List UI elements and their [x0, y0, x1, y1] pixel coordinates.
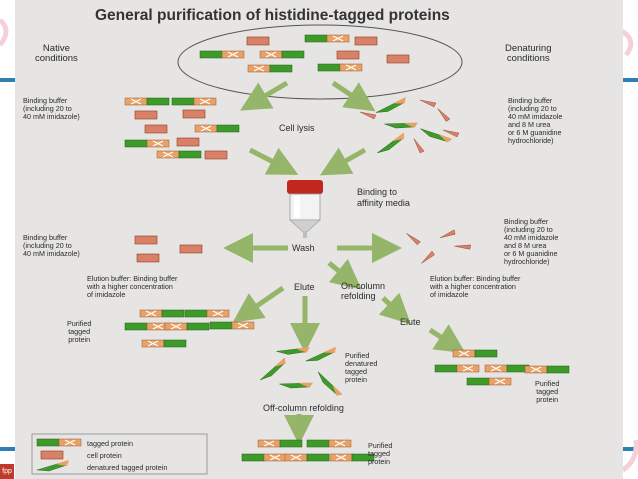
- binding-buffer-native-top: Binding buffer (including 20 to 40 mM im…: [23, 96, 80, 121]
- legend-denatured-protein: denatured tagged protein: [87, 463, 168, 472]
- diagram-panel: General purification of histidine-tagged…: [15, 0, 623, 479]
- purified-denatured-label: Purified denatured tagged protein: [345, 351, 378, 384]
- elute-center-label: Elute: [294, 282, 315, 292]
- elution-buffer-denat: Elution buffer: Binding buffer with a hi…: [430, 274, 521, 299]
- binding-buffer-denat-top: Binding buffer (including 20 to 40 mM im…: [508, 96, 563, 145]
- affinity-column: [287, 180, 323, 238]
- initial-sample-ellipse: [177, 24, 463, 100]
- legend-box: [31, 433, 208, 475]
- purified-right-label: Purified tagged protein: [535, 379, 560, 404]
- legend-tagged-protein: tagged protein: [87, 439, 133, 448]
- purified-left-label: Purified tagged protein: [67, 319, 92, 344]
- elution-buffer-native: Elution buffer: Binding buffer with a hi…: [87, 274, 178, 299]
- diagram-title: General purification of histidine-tagged…: [95, 7, 450, 24]
- purification-diagram: [31, 24, 570, 475]
- binding-buffer-denat-wash: Binding buffer (including 20 to 40 mM im…: [504, 217, 559, 266]
- footer-logo: fpp: [0, 464, 14, 479]
- binding-buffer-native-wash: Binding buffer (including 20 to 40 mM im…: [23, 233, 80, 258]
- binding-affinity-label: Binding to affinity media: [357, 187, 410, 208]
- denaturing-conditions-label: Denaturing conditions: [505, 43, 552, 64]
- wash-label: Wash: [292, 243, 315, 253]
- off-column-refolding-label: Off-column refolding: [263, 403, 344, 413]
- cell-lysis-label: Cell lysis: [279, 123, 315, 133]
- elute-right-label: Elute: [400, 317, 421, 327]
- native-conditions-label: Native conditions: [35, 43, 78, 64]
- purified-bottom-label: Purified tagged protein: [368, 441, 393, 466]
- legend-cell-protein: cell protein: [87, 451, 122, 460]
- on-column-refolding-label: On-column refolding: [341, 281, 386, 301]
